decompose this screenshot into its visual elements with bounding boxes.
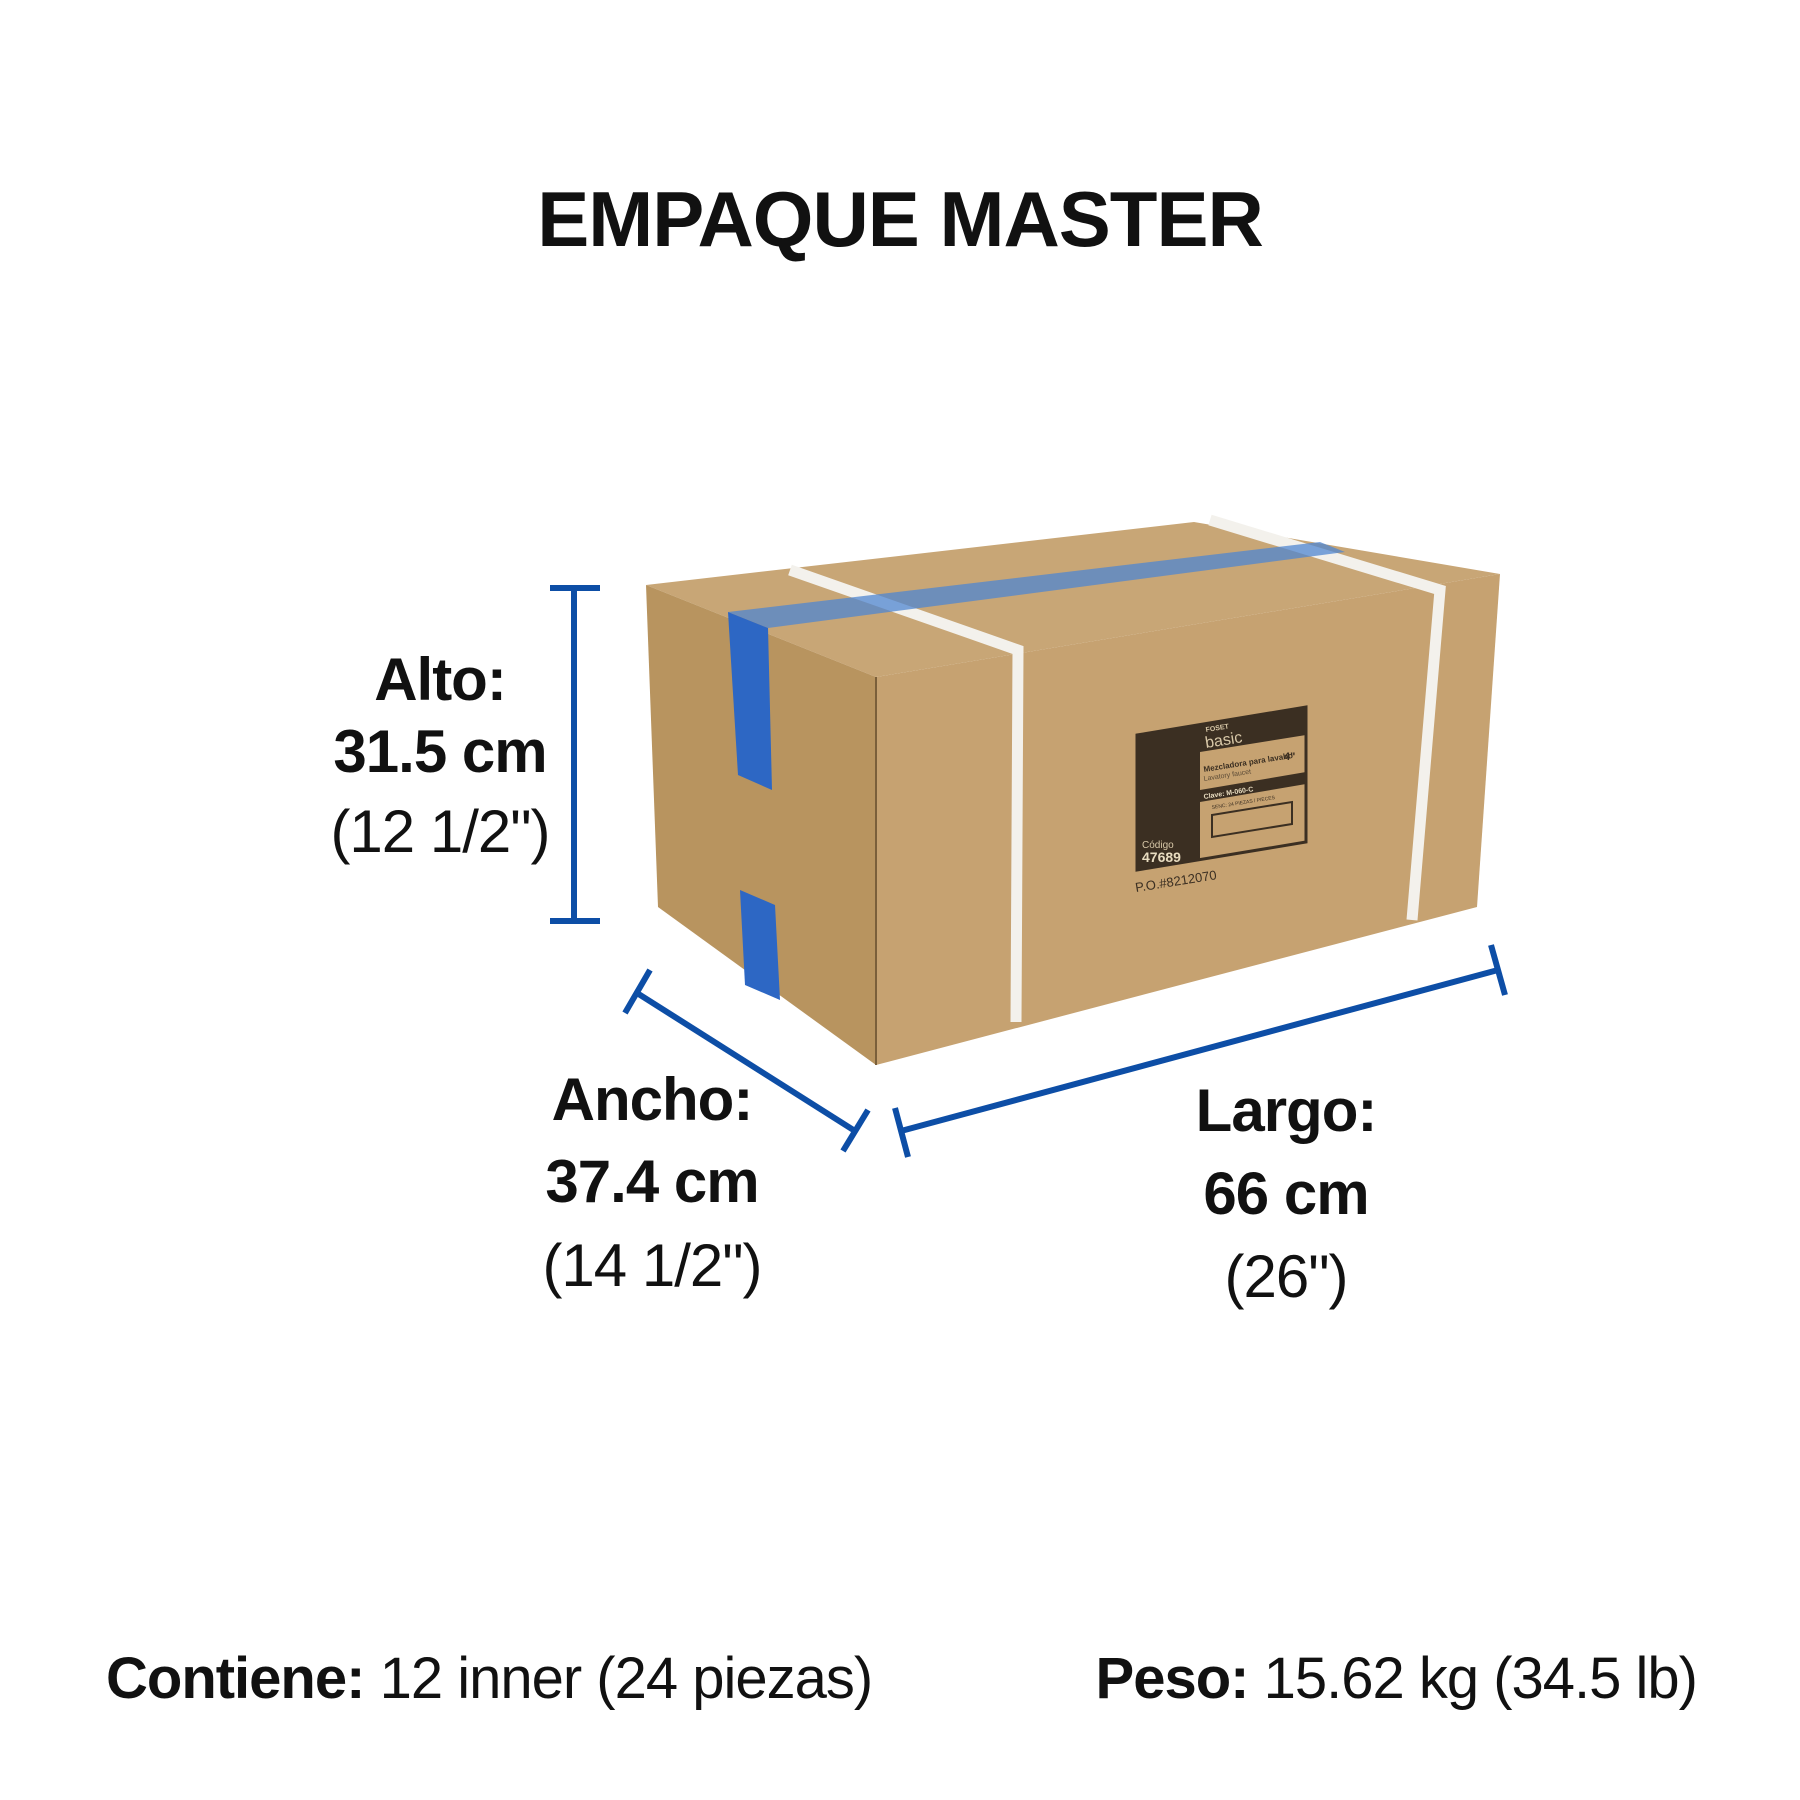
label-line: basic (1204, 729, 1244, 752)
alto-label: Alto: (374, 646, 506, 713)
strap (1208, 514, 1446, 921)
ancho-imperial: (14 1/2") (542, 1232, 761, 1299)
label-codigo-label: Código (1142, 840, 1174, 851)
largo-metric: 66 cm (1203, 1160, 1368, 1227)
width-label: Ancho: 37.4 cm (14 1/2") (542, 1066, 762, 1299)
dimension-lines (550, 585, 1508, 1158)
label-header-band (1200, 707, 1306, 752)
ancho-label: Ancho: (552, 1066, 753, 1133)
contents-value: 12 inner (24 piezas) (380, 1646, 873, 1711)
largo-imperial: (26") (1225, 1243, 1348, 1310)
contents-label: Contiene: (106, 1646, 364, 1711)
label-brand: FOSET (1205, 723, 1230, 734)
alto-imperial: (12 1/2") (330, 798, 549, 865)
height-dimension-line (550, 585, 600, 924)
height-label: Alto: 31.5 cm (12 1/2") (330, 646, 550, 865)
ancho-metric: 37.4 cm (545, 1148, 758, 1215)
label-size: 4" (1284, 751, 1295, 763)
blue-tape (728, 612, 772, 790)
contents-info: Contiene: 12 inner (24 piezas) (106, 1646, 872, 1711)
length-dimension-line (892, 944, 1508, 1158)
blue-tape (728, 542, 1345, 628)
box-side-face (646, 585, 876, 1065)
length-label: Largo: 66 cm (26") (1196, 1077, 1378, 1310)
alto-metric: 31.5 cm (333, 718, 546, 785)
label-codigo: 47689 (1142, 849, 1181, 865)
largo-label: Largo: (1196, 1077, 1377, 1144)
weight-info: Peso: 15.62 kg (34.5 lb) (1096, 1646, 1697, 1711)
weight-label: Peso: (1096, 1646, 1249, 1711)
product-label: FOSET basic Mezcladora para lavabo Lavat… (1134, 705, 1308, 895)
box-top-face (646, 522, 1500, 677)
label-clave-band (1200, 772, 1306, 802)
barcode (1211, 800, 1293, 839)
width-dimension-line (622, 968, 871, 1153)
blue-tape (740, 890, 780, 1000)
label-image-panel (1137, 725, 1200, 870)
weight-value: 15.62 kg (34.5 lb) (1264, 1646, 1697, 1711)
page-title: EMPAQUE MASTER (537, 175, 1263, 263)
master-box-image: FOSET basic Mezcladora para lavabo Lavat… (646, 514, 1500, 1065)
